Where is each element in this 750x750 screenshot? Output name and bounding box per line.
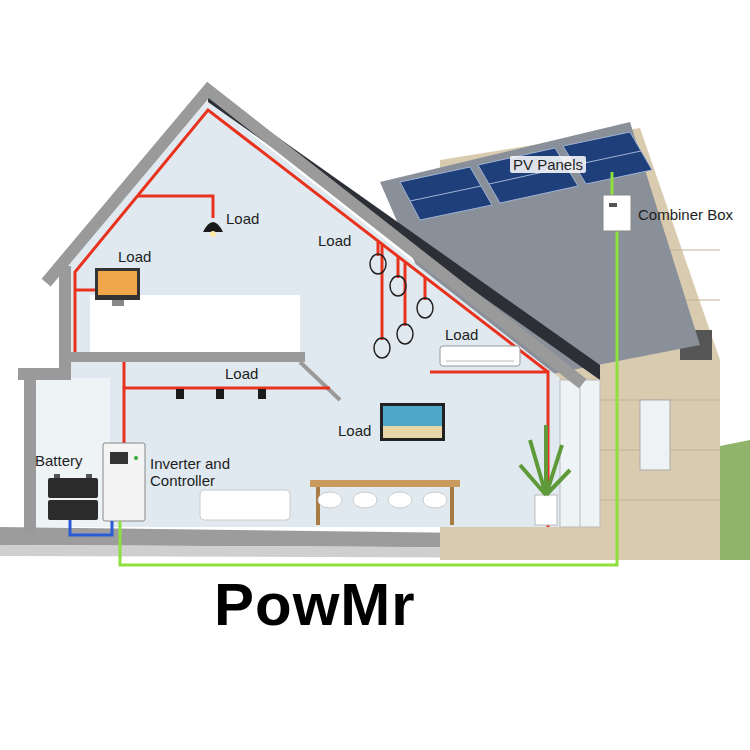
ceiling-lamp (203, 222, 223, 237)
load-wiring (75, 110, 548, 527)
load-label: Load (445, 326, 478, 343)
plant (520, 425, 570, 525)
load-label: Load (118, 248, 151, 265)
pv-panels (400, 132, 652, 220)
chandelier (370, 254, 433, 358)
dining-set (200, 480, 460, 525)
load-label: Load (318, 232, 351, 249)
inverter (103, 443, 145, 521)
main-house (24, 88, 600, 527)
component-label: Inverter and Controller (150, 455, 245, 489)
component-label: Battery (35, 452, 83, 469)
load-label: Load (226, 210, 259, 227)
spotlights (176, 389, 266, 399)
load-label: Load (338, 422, 371, 439)
air-conditioner (440, 346, 520, 366)
television (380, 403, 445, 441)
dc-wiring (70, 172, 617, 565)
load-label: Load (225, 365, 258, 382)
brand-watermark: PowMr (214, 572, 416, 638)
component-label: PV Panels (510, 156, 586, 173)
monitor (95, 268, 140, 306)
battery (48, 474, 98, 520)
combiner-box (603, 195, 631, 231)
component-label: Combiner Box (638, 206, 733, 223)
